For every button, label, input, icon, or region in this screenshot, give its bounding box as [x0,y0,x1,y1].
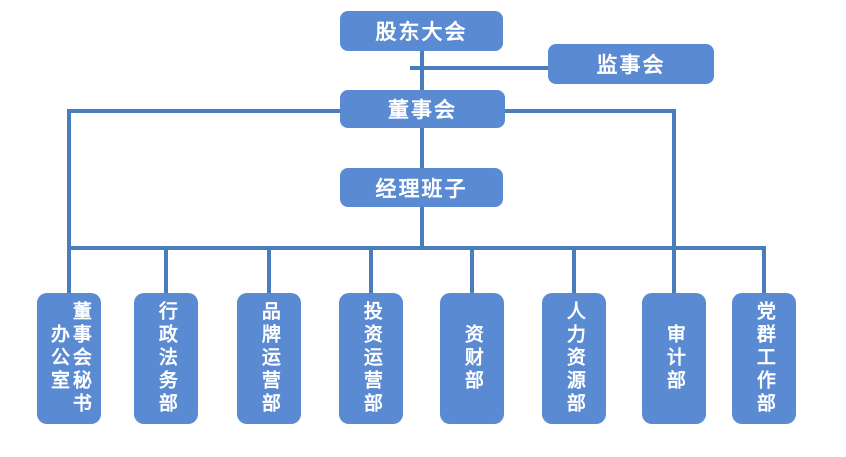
connector-drop-1 [67,246,71,293]
dept-label: 品牌运营部 [258,301,280,416]
dept-label: 党群工作部 [753,301,775,416]
connector-right-vertical [672,109,676,293]
node-dept-board-secretary-office[interactable]: 董事会秘书 办公室 [37,293,101,424]
dept-label: 人力资源部 [563,301,585,416]
connector-board-right [504,109,676,113]
connector-drop-8 [762,246,766,293]
node-board-of-directors[interactable]: 董事会 [340,90,505,128]
dept-label: 审计部 [663,324,685,393]
connector-drop-4 [369,246,373,293]
connector-shareholders-board [420,51,424,91]
connector-management-bus [420,207,424,250]
node-management-label: 经理班子 [375,177,468,201]
node-shareholders-meeting[interactable]: 股东大会 [340,11,503,51]
connector-board-left [67,109,341,113]
connector-drop-2 [164,246,168,293]
dept-label: 投资运营部 [360,301,382,416]
node-board-label: 董事会 [388,99,457,122]
node-dept-human-resources[interactable]: 人力资源部 [542,293,606,424]
connector-bus [67,246,766,250]
node-management-team[interactable]: 经理班子 [340,168,503,207]
dept-label: 董事会秘书 办公室 [48,301,91,416]
connector-drop-3 [267,246,271,293]
connector-board-management [420,128,424,169]
dept-label: 行政法务部 [155,301,177,416]
node-dept-brand-operations[interactable]: 品牌运营部 [237,293,301,424]
dept-label: 资财部 [461,324,483,393]
node-dept-admin-legal[interactable]: 行政法务部 [134,293,198,424]
node-dept-party-masses-work[interactable]: 党群工作部 [732,293,796,424]
node-supervisory-label: 监事会 [596,54,666,77]
connector-drop-6 [572,246,576,293]
node-dept-finance[interactable]: 资财部 [440,293,504,424]
connector-drop-5 [470,246,474,293]
connector-supervisory [410,66,550,70]
node-dept-investment-operations[interactable]: 投资运营部 [339,293,403,424]
connector-drop-7 [672,246,676,293]
node-shareholders-label: 股东大会 [375,21,468,44]
node-supervisory-board[interactable]: 监事会 [548,44,714,84]
connector-left-vertical [67,109,71,293]
node-dept-audit[interactable]: 审计部 [642,293,706,424]
